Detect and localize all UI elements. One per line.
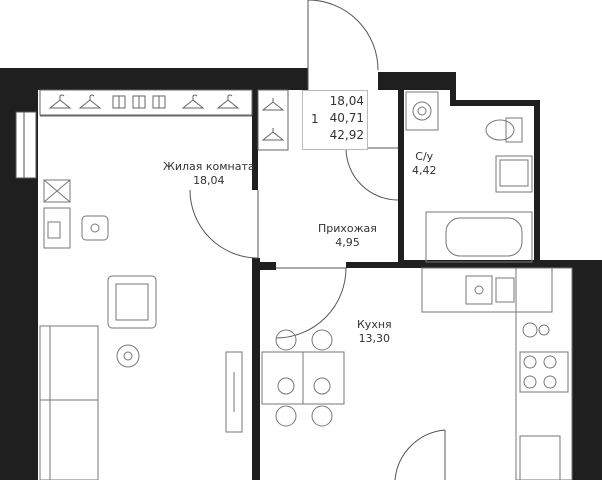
room-name-kitchen: Кухня: [357, 318, 392, 331]
room-area-bathroom: 4,42: [412, 164, 437, 177]
room-label-hallway: Прихожая 4,95: [318, 222, 377, 250]
kitchen-wall-right: [572, 260, 602, 480]
partition-living-top: [252, 90, 258, 190]
room-area-kitchen: 13,30: [358, 332, 391, 345]
room-area-hallway: 4,95: [335, 236, 360, 249]
entrance-door: [307, 0, 379, 90]
bathroom-wall-top: [450, 72, 456, 102]
balcony-door: [394, 429, 446, 480]
room-area-living: 18,04: [193, 174, 225, 187]
window-left: [15, 111, 37, 179]
living-door: [189, 189, 259, 259]
door-jamb: [300, 68, 308, 90]
rooms-count: 1: [311, 112, 319, 126]
living-furniture: [39, 179, 243, 480]
apartment-summary: 1 18,04 40,71 42,92: [302, 90, 368, 150]
room-label-kitchen: Кухня 13,30: [357, 318, 392, 346]
room-name-living: Жилая комната: [163, 160, 255, 173]
room-label-living: Жилая комната 18,04: [163, 160, 255, 188]
kitchen-furniture: [261, 267, 573, 480]
partition-living-bottom: [252, 258, 260, 480]
outer-wall-top-right: [378, 72, 450, 90]
kitchen-door: [275, 267, 347, 339]
bathroom-wall-right: [534, 100, 540, 265]
bathroom-wall-top-2: [450, 100, 540, 106]
kitchen-wall-top: [404, 260, 602, 268]
room-name-bathroom: С/у: [415, 150, 434, 163]
summary-living-area: 18,04: [329, 94, 364, 108]
walls: [0, 68, 602, 480]
room-label-bathroom: С/у 4,42: [412, 150, 437, 178]
partition-stub: [258, 262, 276, 270]
wardrobe: [39, 89, 253, 117]
room-name-hallway: Прихожая: [318, 222, 377, 235]
bathroom-door: [345, 147, 399, 201]
hallway-wardrobe: [257, 89, 289, 151]
bathroom-wall-left: [398, 90, 404, 262]
summary-areas: 18,04 40,71 42,92: [330, 93, 364, 144]
bathroom-fixtures: [405, 91, 533, 263]
hallway-wall-bottom: [346, 262, 406, 268]
summary-area: 40,71: [329, 111, 364, 125]
summary-total-area: 42,92: [329, 128, 364, 142]
outer-wall-top-left: [0, 68, 300, 90]
